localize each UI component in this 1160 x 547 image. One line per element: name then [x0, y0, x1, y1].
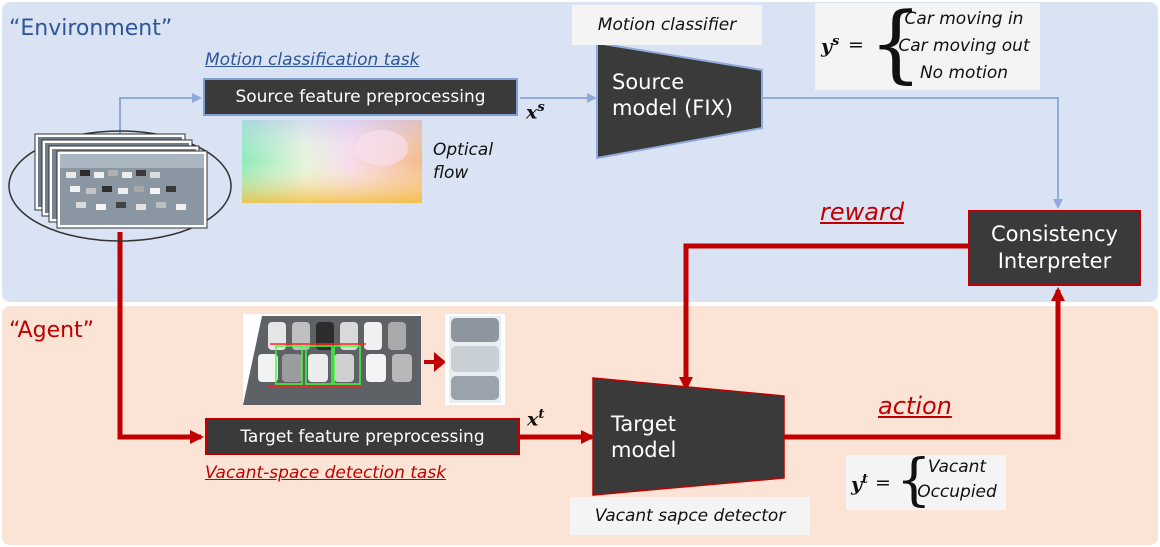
- parking-detection-image: [243, 314, 505, 405]
- action-label: action: [878, 392, 952, 420]
- ys-brace: {: [869, 0, 923, 92]
- target-feature-preprocessing-box: Target feature preprocessing: [205, 418, 520, 455]
- optical-flow-line-2: flow: [433, 163, 469, 183]
- action-arrow: [784, 287, 1065, 440]
- target-feature-preprocessing-label: Target feature preprocessing: [240, 426, 485, 447]
- ys-case-2: Car moving out: [898, 36, 1030, 56]
- crop-arrow: [424, 352, 446, 372]
- yt-base: y: [851, 473, 863, 496]
- yt-brace: {: [896, 448, 932, 513]
- yt-case-2: Occupied: [917, 482, 997, 502]
- xt-base: x: [527, 408, 539, 431]
- input-frames-image: [8, 130, 232, 242]
- xs-base: x: [526, 101, 538, 124]
- source-model-label: Source model (FIX): [612, 69, 733, 121]
- source-model-line-2: model (FIX): [612, 96, 734, 120]
- target-model-shape: [592, 377, 785, 496]
- vacant-detector-label: Vacant sapce detector: [594, 506, 786, 526]
- source-output-equation: ys = { Car moving in Car moving out No m…: [815, 0, 1040, 92]
- ys-sup: s: [832, 34, 840, 49]
- yt-case-1: Vacant: [927, 457, 987, 477]
- ys-variable: ys: [821, 34, 839, 57]
- ys-case-3: No motion: [919, 63, 1009, 83]
- reward-label: reward: [820, 198, 905, 226]
- yt-variable: yt: [851, 472, 868, 495]
- agent-label: “Agent”: [9, 318, 95, 343]
- consistency-line-2: Interpreter: [997, 249, 1112, 273]
- vacant-detector-box: Vacant sapce detector: [570, 497, 810, 535]
- source-model-to-interpreter-arrow: [762, 97, 1063, 209]
- target-feature-variable: xt: [527, 407, 544, 430]
- target-model-line-1: Target: [611, 412, 676, 436]
- reward-arrow: [679, 243, 968, 391]
- target-output-equation: yt = { Vacant Occupied: [846, 448, 1006, 513]
- yt-sup: t: [862, 472, 869, 487]
- target-model-label: Target model: [611, 411, 676, 463]
- source-model-line-1: Source: [612, 70, 685, 94]
- optical-flow-image: [242, 120, 422, 203]
- motion-task-label: Motion classification task: [205, 50, 420, 70]
- ys-case-1: Car moving in: [904, 9, 1024, 29]
- frames-to-target-prep-arrow: [117, 232, 204, 444]
- vacant-task-label: Vacant-space detection task: [205, 463, 447, 483]
- motion-classifier-label: Motion classifier: [597, 15, 737, 35]
- motion-classifier-box: Motion classifier: [572, 5, 762, 45]
- xt-sup: t: [538, 407, 545, 422]
- source-feature-preprocessing-box: Source feature preprocessing: [203, 78, 518, 116]
- xs-sup: s: [537, 100, 545, 115]
- source-feature-preprocessing-label: Source feature preprocessing: [235, 87, 486, 107]
- environment-label: “Environment”: [9, 16, 173, 41]
- ys-equals: =: [848, 34, 864, 56]
- consistency-line-1: Consistency: [991, 222, 1118, 246]
- target-model-line-2: model: [611, 438, 677, 462]
- optical-flow-line-1: Optical: [433, 140, 494, 160]
- ys-base: y: [821, 35, 833, 58]
- frames-to-source-prep-arrow: [119, 93, 202, 142]
- source-feature-variable: xs: [526, 100, 545, 123]
- source-model-shape: [596, 41, 763, 160]
- consistency-interpreter-box: Consistency Interpreter: [968, 210, 1141, 286]
- yt-equals: =: [875, 472, 891, 494]
- optical-flow-label: Optical flow: [433, 139, 493, 185]
